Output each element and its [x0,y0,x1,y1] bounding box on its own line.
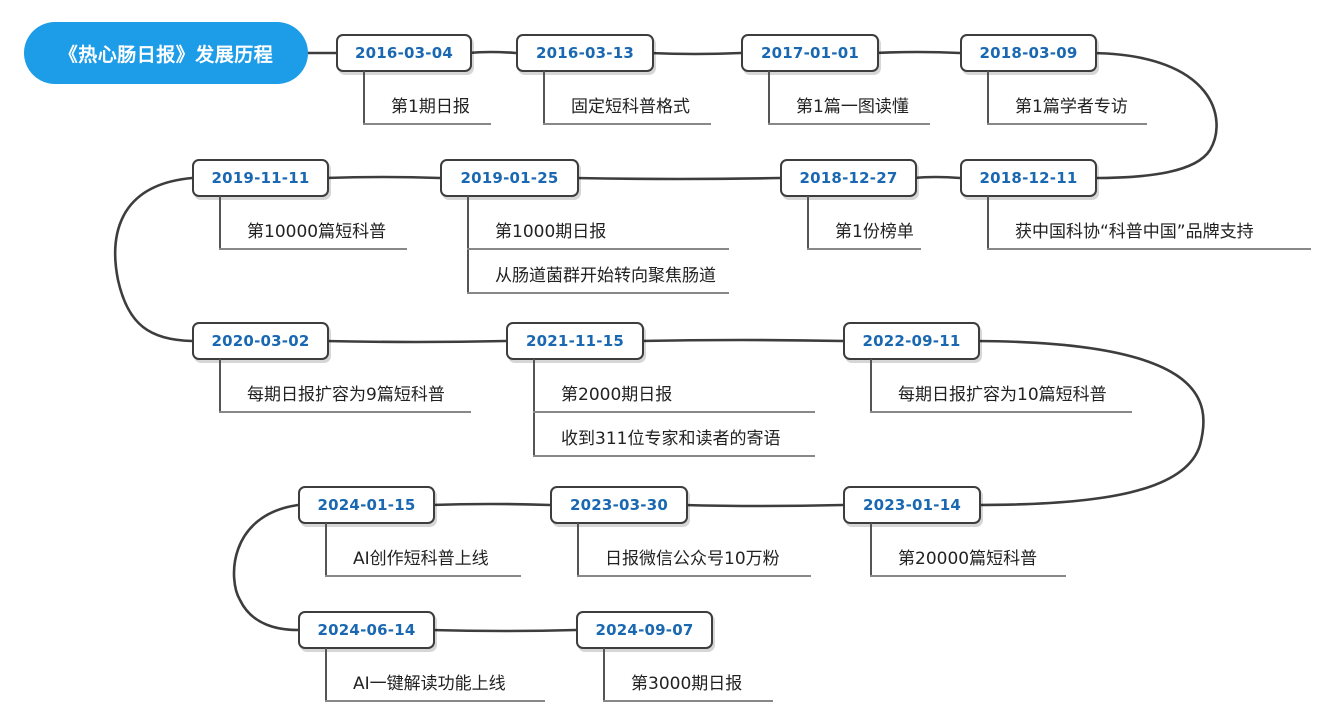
event-label: AI创作短科普上线 [353,549,489,569]
event-label: 收到311位专家和读者的寄语 [561,429,781,449]
date-box-2023-01-14: 2023-01-14 [843,486,981,524]
connector-curve-4 [232,503,300,632]
date-box-2017-01-01: 2017-01-01 [741,34,879,72]
event-underline [533,455,815,457]
event-label: 日报微信公众号10万粉 [605,549,780,569]
connector-row-3 [323,338,845,344]
event-underline [768,123,930,125]
event-label: 从肠道菌群开始转向聚焦肠道 [495,266,716,286]
date-box-2018-03-09: 2018-03-09 [960,34,1097,72]
event-stem [870,523,872,575]
event-label: 第1期日报 [391,97,470,117]
date-box-2024-01-15: 2024-01-15 [298,486,435,524]
event-stem [603,648,605,700]
connector-curve-2 [113,176,194,343]
connector-row-4 [429,502,845,508]
date-box-2023-03-30: 2023-03-30 [550,486,688,524]
event-underline [807,248,921,250]
date-box-2024-06-14: 2024-06-14 [298,611,435,649]
event-stem [987,196,989,248]
event-underline [987,248,1311,250]
event-underline [987,123,1147,125]
connector-row-5 [429,628,578,633]
page-title: 《热心肠日报》发展历程 [24,22,308,84]
event-underline [219,248,407,250]
event-label: 第1份榜单 [835,222,914,242]
event-underline [533,411,815,413]
event-stem [577,523,579,575]
event-label: 第3000期日报 [631,674,743,694]
event-underline [467,292,729,294]
event-underline [870,575,1066,577]
event-stem [768,71,770,123]
event-stem [987,71,989,123]
event-label: 获中国科协“科普中国”品牌支持 [1015,222,1254,242]
event-stem [363,71,365,123]
connector-curve-1 [1091,51,1218,180]
event-stem [325,648,327,700]
event-stem [533,359,535,455]
event-label: 第2000期日报 [561,385,673,405]
connector-curve-3 [974,339,1205,507]
event-label: 第20000篇短科普 [898,549,1038,569]
event-underline [543,123,711,125]
date-box-2018-12-27: 2018-12-27 [780,159,917,197]
event-label: 第10000篇短科普 [247,222,387,242]
event-underline [325,575,521,577]
date-box-2019-11-11: 2019-11-11 [192,159,329,197]
event-stem [219,196,221,248]
date-box-2022-09-11: 2022-09-11 [843,322,980,360]
event-underline [363,123,491,125]
event-underline [219,411,471,413]
date-box-2020-03-02: 2020-03-02 [192,322,329,360]
date-box-2019-01-25: 2019-01-25 [440,159,579,197]
event-label: 每期日报扩容为10篇短科普 [898,385,1107,405]
event-stem [807,196,809,248]
event-stem [543,71,545,123]
event-label: 每期日报扩容为9篇短科普 [247,385,445,405]
event-underline [603,700,773,702]
event-label: AI一键解读功能上线 [353,674,506,694]
connector-row-1 [304,50,962,56]
event-label: 第1000期日报 [495,222,607,242]
date-box-2016-03-04: 2016-03-04 [336,34,472,72]
date-box-2024-09-07: 2024-09-07 [576,611,713,649]
event-stem [219,359,221,411]
event-label: 第1篇一图读懂 [796,97,909,117]
event-underline [577,575,811,577]
date-box-2018-12-11: 2018-12-11 [960,159,1097,197]
event-stem [870,359,872,411]
date-box-2021-11-15: 2021-11-15 [506,322,644,360]
event-underline [467,248,729,250]
event-label: 第1篇学者专访 [1015,97,1128,117]
event-underline [870,411,1132,413]
event-label: 固定短科普格式 [571,97,690,117]
event-underline [325,700,545,702]
event-stem [325,523,327,575]
event-stem [467,196,469,292]
date-box-2016-03-13: 2016-03-13 [516,34,654,72]
